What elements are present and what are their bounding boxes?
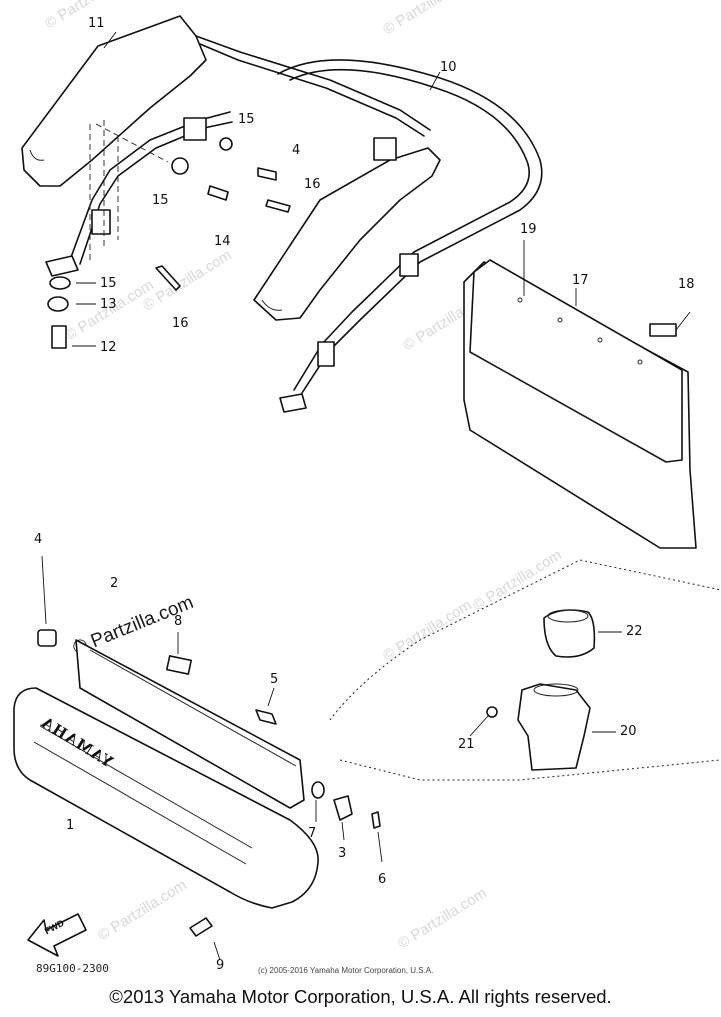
callout-16: 16 bbox=[304, 177, 321, 192]
clip-5 bbox=[255, 709, 277, 725]
sticker-8 bbox=[165, 655, 193, 675]
callout-16: 16 bbox=[172, 316, 189, 331]
fwd-arrow-icon bbox=[27, 913, 87, 957]
callout-15: 15 bbox=[152, 193, 169, 208]
bracket bbox=[91, 209, 111, 235]
callout-14: 14 bbox=[214, 234, 231, 249]
rivet-16 bbox=[155, 265, 181, 291]
callout-19: 19 bbox=[520, 222, 537, 237]
nut-15 bbox=[49, 276, 71, 290]
rivet-16 bbox=[265, 199, 291, 213]
part-3 bbox=[333, 795, 353, 821]
bolt-9 bbox=[189, 917, 213, 937]
footer-copyright: ©2013 Yamaha Motor Corporation, U.S.A. A… bbox=[109, 986, 612, 1007]
clip-6 bbox=[371, 811, 381, 829]
washer-7 bbox=[311, 781, 325, 799]
screw-4 bbox=[257, 167, 277, 181]
callout-9: 9 bbox=[216, 958, 225, 973]
bumper-plate bbox=[75, 639, 305, 809]
nut-13 bbox=[47, 296, 69, 312]
washer-15 bbox=[219, 137, 233, 151]
grab-pad-left bbox=[21, 15, 207, 187]
fitting-20 bbox=[517, 683, 591, 771]
bracket bbox=[399, 253, 419, 277]
callout-5: 5 bbox=[270, 672, 279, 687]
callout-22: 22 bbox=[626, 624, 643, 639]
callout-2: 2 bbox=[110, 576, 119, 591]
callout-17: 17 bbox=[572, 273, 589, 288]
bracket bbox=[373, 137, 397, 161]
screw-18 bbox=[649, 323, 677, 337]
bracket bbox=[317, 341, 335, 367]
cap-4 bbox=[37, 629, 57, 647]
callout-4: 4 bbox=[34, 532, 43, 547]
callout-4: 4 bbox=[292, 143, 301, 158]
drawing-number: 89G100-2300 bbox=[36, 962, 109, 975]
callout-15: 15 bbox=[100, 276, 117, 291]
callout-10: 10 bbox=[440, 60, 457, 75]
small-copyright: (c) 2005-2016 Yamaha Motor Corporation, … bbox=[258, 966, 434, 975]
callout-11: 11 bbox=[88, 16, 105, 31]
mount-foot bbox=[45, 255, 79, 277]
callout-12: 12 bbox=[100, 340, 117, 355]
mount-foot bbox=[279, 393, 307, 413]
callout-18: 18 bbox=[678, 277, 695, 292]
screw-14 bbox=[207, 185, 229, 201]
bolt-12 bbox=[51, 325, 67, 349]
cap-22 bbox=[543, 609, 596, 658]
grab-bar-loop bbox=[277, 59, 543, 405]
callout-8: 8 bbox=[174, 614, 183, 629]
bracket bbox=[183, 117, 207, 141]
callout-21: 21 bbox=[458, 737, 475, 752]
callout-7: 7 bbox=[308, 826, 317, 841]
grab-pad-right bbox=[253, 147, 441, 321]
callout-13: 13 bbox=[100, 297, 117, 312]
part-21 bbox=[486, 706, 498, 718]
grab-bar bbox=[195, 35, 431, 131]
callout-15: 15 bbox=[238, 112, 255, 127]
washer-15 bbox=[171, 157, 189, 175]
callout-6: 6 bbox=[378, 872, 387, 887]
callout-1: 1 bbox=[66, 818, 75, 833]
callout-3: 3 bbox=[338, 846, 347, 861]
callout-20: 20 bbox=[620, 724, 637, 739]
